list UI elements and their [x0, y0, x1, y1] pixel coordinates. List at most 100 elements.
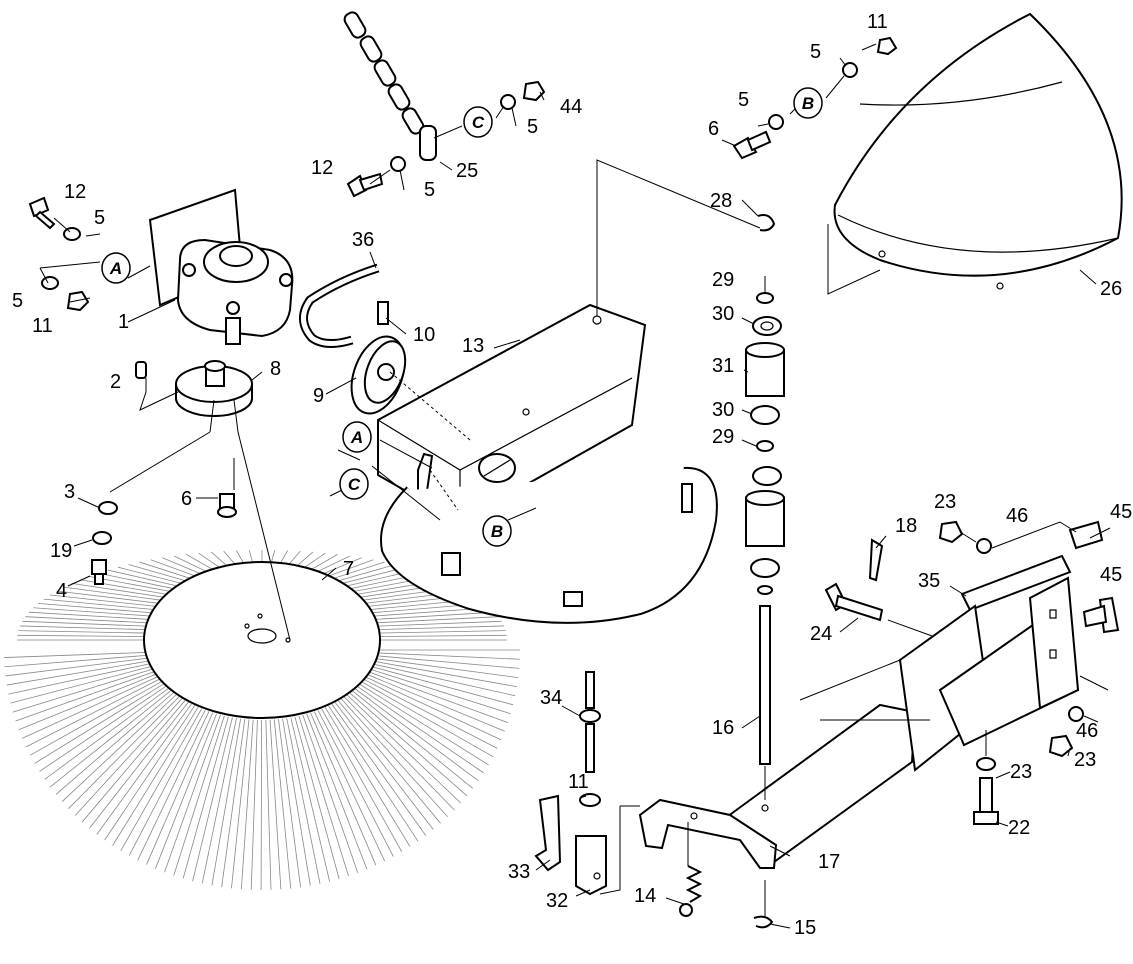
nut-23	[938, 520, 964, 544]
arm-hole	[761, 804, 769, 812]
pulley-hub	[377, 363, 395, 381]
ref-letter: A	[109, 259, 122, 278]
bristle	[343, 696, 455, 811]
pivot-shaft-16	[759, 605, 771, 765]
callout-c9: 9	[313, 385, 324, 407]
motor-lug	[279, 273, 293, 287]
bristle	[302, 714, 359, 873]
bristle	[34, 682, 166, 764]
bracket-33	[534, 794, 562, 872]
bristle	[346, 694, 462, 804]
chain-end-link	[419, 125, 437, 161]
bristle	[221, 719, 246, 888]
callout-c8: 8	[270, 358, 281, 380]
callout-c6b: 6	[708, 118, 719, 140]
callout-c19: 19	[50, 540, 72, 562]
leader	[875, 535, 887, 549]
ref-oval	[463, 106, 493, 138]
leader	[1067, 675, 1109, 757]
ref-marker-rC1: C	[463, 106, 493, 138]
brush-hub-hole	[247, 628, 277, 644]
mount-hardware	[824, 520, 1120, 825]
washer-5	[63, 227, 81, 241]
ref-oval	[339, 468, 369, 500]
leader	[887, 585, 967, 637]
mount-bracket-35	[898, 554, 1080, 772]
callout-c5c: 5	[424, 179, 435, 201]
ref-oval	[482, 515, 512, 547]
bushing-top	[745, 490, 785, 506]
leader	[665, 822, 689, 905]
callout-c1: 1	[118, 311, 129, 333]
nut-11	[876, 36, 898, 56]
bristle	[29, 680, 164, 756]
callout-c5f: 5	[810, 41, 821, 63]
nut-44	[522, 80, 546, 102]
bristle	[44, 687, 170, 780]
bristle	[231, 719, 250, 889]
leader	[53, 217, 71, 233]
brush-bolt-hole	[244, 623, 250, 629]
ref-marker-rA1: A	[101, 252, 131, 284]
cover-hole	[996, 282, 1004, 290]
bristle	[8, 662, 154, 695]
washer-5	[41, 276, 59, 290]
callout-c31: 31	[712, 355, 734, 377]
ref-marker-rA2: A	[342, 421, 372, 453]
bristle	[4, 651, 153, 658]
leader	[757, 43, 877, 127]
bristle	[310, 712, 377, 866]
cover-rim	[837, 214, 1119, 253]
frame-hole	[522, 408, 530, 416]
leader	[39, 261, 101, 284]
bristle	[49, 594, 167, 608]
callout-c11c: 11	[867, 11, 888, 33]
spring-pin-10	[377, 301, 389, 325]
ref-marker-rB1: B	[793, 87, 823, 119]
mount-slot	[1049, 609, 1057, 619]
callout-c10: 10	[413, 324, 435, 346]
ref-letter: B	[491, 522, 503, 541]
leader	[493, 339, 521, 349]
bristle	[250, 719, 258, 890]
cover-shell	[833, 12, 1123, 277]
callout-c12a: 12	[64, 181, 86, 203]
chain-link	[359, 35, 383, 63]
callout-c4: 4	[56, 580, 67, 602]
leader	[507, 507, 537, 521]
bristle	[182, 716, 229, 879]
leader	[827, 224, 1097, 295]
bristle	[369, 662, 516, 697]
bristle	[43, 598, 165, 611]
bristle	[55, 691, 175, 795]
bristle	[340, 698, 448, 817]
pin-24-shank	[834, 594, 884, 622]
bristle	[12, 667, 156, 713]
bristle	[265, 719, 272, 890]
mount-top	[960, 554, 1072, 612]
callout-c36: 36	[352, 229, 374, 251]
callout-labels: 1234555555667891011111112121314151617181…	[12, 11, 1132, 939]
bristle	[317, 710, 394, 857]
hub-bore	[204, 360, 226, 372]
nut-23	[1048, 734, 1074, 758]
ref-marker-rB2: B	[482, 515, 512, 547]
bristle	[354, 687, 479, 782]
leader	[371, 439, 441, 521]
callout-c46b: 46	[1076, 720, 1098, 742]
bumper-clip	[441, 552, 461, 576]
callout-c25: 25	[456, 160, 478, 182]
bristle	[371, 634, 507, 637]
key	[135, 361, 147, 379]
bumper-clip	[563, 591, 583, 607]
bristle	[368, 616, 499, 624]
bristle	[371, 654, 520, 669]
bolt-45-shank	[1082, 604, 1108, 628]
callout-c3: 3	[64, 481, 75, 503]
bristle	[368, 665, 514, 706]
cover-hardware	[732, 36, 898, 160]
callout-c44: 44	[560, 96, 582, 118]
bristle	[365, 673, 505, 732]
